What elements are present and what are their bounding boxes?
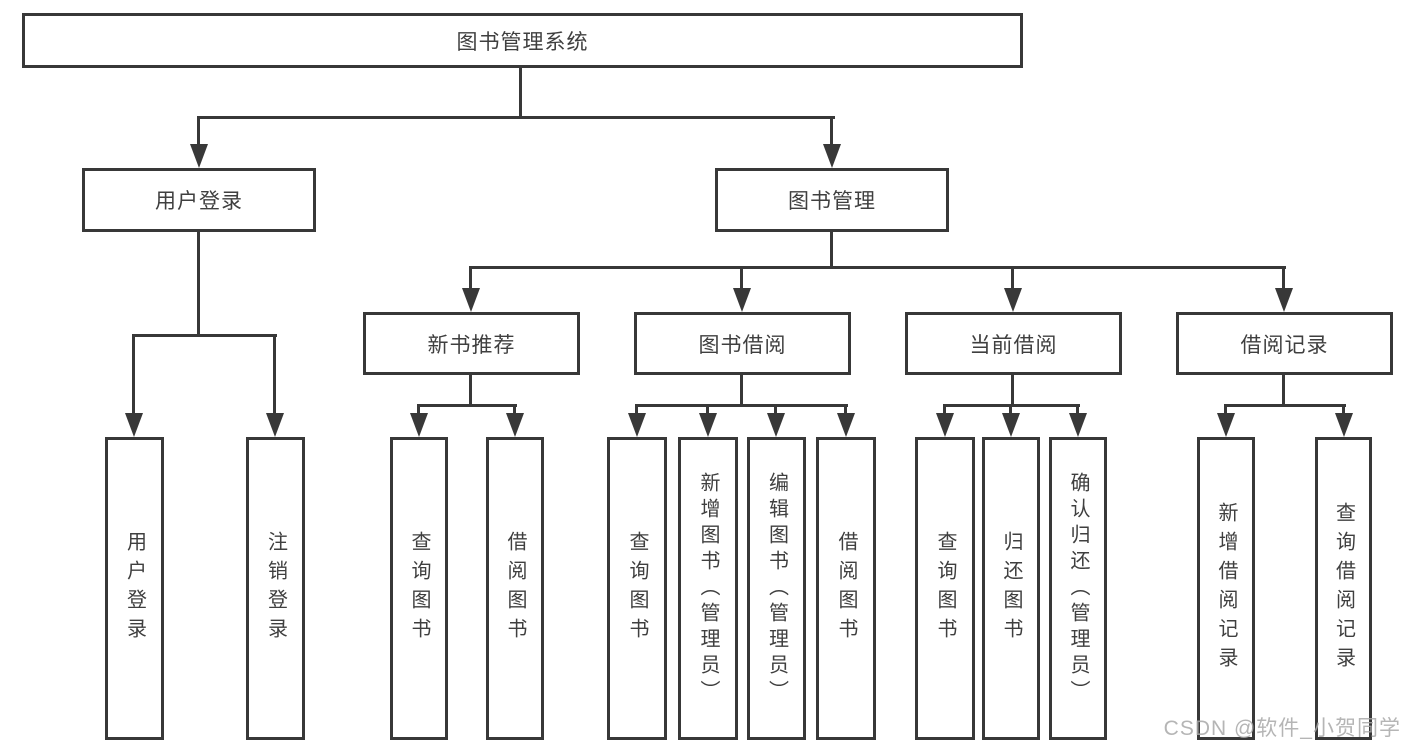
node-book-borrow: 图书借阅 [634, 312, 851, 375]
connector [1224, 404, 1227, 418]
connector [740, 266, 743, 292]
arrow-down-icon [936, 413, 954, 437]
arrow-down-icon [1004, 288, 1022, 312]
arrow-down-icon [699, 413, 717, 437]
arrow-down-icon [1275, 288, 1293, 312]
node-borrow-records-label: 借阅记录 [1240, 333, 1329, 357]
connector [519, 66, 522, 119]
leaf-query-book-current: 查询图书 [915, 437, 975, 740]
leaf-confirm-return-admin-label: 确认归还（管理员） [1067, 471, 1089, 706]
connector [1342, 404, 1345, 418]
node-root-label: 图书管理系统 [456, 30, 589, 54]
connector [1011, 373, 1014, 407]
node-user-login-label: 用户登录 [155, 190, 243, 213]
arrow-down-icon [733, 288, 751, 312]
arrow-down-icon [1217, 413, 1235, 437]
connector [943, 404, 946, 418]
arrow-down-icon [1002, 413, 1020, 437]
node-book-management-label: 图书管理 [788, 190, 876, 213]
connector [132, 334, 277, 337]
connector [469, 266, 1286, 269]
arrow-down-icon [1335, 413, 1353, 437]
leaf-borrow-book-recommend: 借阅图书 [486, 437, 544, 740]
connector [132, 334, 135, 418]
node-current-borrow-label: 当前借阅 [969, 333, 1058, 357]
connector [1009, 404, 1012, 418]
connector [417, 404, 420, 418]
connector [830, 116, 833, 150]
leaf-edit-book-admin-label: 编辑图书（管理员） [765, 471, 788, 706]
connector [706, 404, 709, 418]
node-current-borrow: 当前借阅 [905, 312, 1122, 375]
leaf-add-book-admin-label: 新增图书（管理员） [697, 471, 719, 706]
leaf-query-book-current-label: 查询图书 [934, 530, 956, 647]
leaf-user-login-label: 用户登录 [123, 530, 146, 647]
leaf-add-book-admin: 新增图书（管理员） [678, 437, 738, 740]
leaf-user-login: 用户登录 [105, 437, 164, 740]
leaf-query-book-borrow-label: 查询图书 [626, 530, 648, 647]
leaf-edit-book-admin: 编辑图书（管理员） [747, 437, 806, 740]
node-new-book-recommend: 新书推荐 [363, 312, 580, 375]
node-root: 图书管理系统 [22, 13, 1023, 68]
node-user-login: 用户登录 [82, 168, 316, 232]
connector [740, 373, 743, 407]
connector [197, 116, 835, 119]
connector [1282, 266, 1285, 292]
arrow-down-icon [125, 413, 143, 437]
leaf-borrow-book: 借阅图书 [816, 437, 876, 740]
arrow-down-icon [837, 413, 855, 437]
arrow-down-icon [767, 413, 785, 437]
leaf-logout: 注销登录 [246, 437, 305, 740]
connector [197, 230, 200, 337]
leaf-borrow-book-label: 借阅图书 [835, 530, 857, 647]
connector [635, 404, 848, 407]
connector [469, 266, 472, 292]
arrow-down-icon [1069, 413, 1087, 437]
connector [830, 230, 833, 269]
leaf-add-borrow-record-label: 新增借阅记录 [1215, 501, 1237, 676]
arrow-down-icon [506, 413, 524, 437]
connector [1282, 373, 1285, 407]
arrow-down-icon [823, 144, 841, 168]
arrow-down-icon [410, 413, 428, 437]
leaf-confirm-return-admin: 确认归还（管理员） [1049, 437, 1107, 740]
connector [1076, 404, 1079, 418]
leaf-return-book: 归还图书 [982, 437, 1040, 740]
leaf-borrow-book-recommend-label: 借阅图书 [504, 530, 526, 647]
connector [1011, 266, 1014, 292]
arrow-down-icon [462, 288, 480, 312]
arrow-down-icon [190, 144, 208, 168]
arrow-down-icon [628, 413, 646, 437]
connector [774, 404, 777, 418]
connector [1224, 404, 1346, 407]
connector [469, 373, 472, 407]
leaf-query-borrow-record: 查询借阅记录 [1315, 437, 1372, 740]
watermark: CSDN @软件_小贺同学 [1163, 717, 1401, 740]
node-borrow-records: 借阅记录 [1176, 312, 1393, 375]
connector [197, 116, 200, 150]
arrow-down-icon [266, 413, 284, 437]
leaf-query-book-borrow: 查询图书 [607, 437, 667, 740]
leaf-query-borrow-record-label: 查询借阅记录 [1332, 501, 1355, 676]
connector [273, 334, 276, 418]
leaf-logout-label: 注销登录 [264, 530, 287, 647]
leaf-add-borrow-record: 新增借阅记录 [1197, 437, 1255, 740]
leaf-query-book-recommend: 查询图书 [390, 437, 448, 740]
node-book-borrow-label: 图书借阅 [698, 333, 787, 357]
connector [417, 404, 517, 407]
leaf-query-book-recommend-label: 查询图书 [408, 530, 430, 647]
connector [635, 404, 638, 418]
connector [844, 404, 847, 418]
node-book-management: 图书管理 [715, 168, 949, 232]
leaf-return-book-label: 归还图书 [1000, 530, 1022, 647]
node-new-book-recommend-label: 新书推荐 [427, 333, 516, 357]
connector [513, 404, 516, 418]
